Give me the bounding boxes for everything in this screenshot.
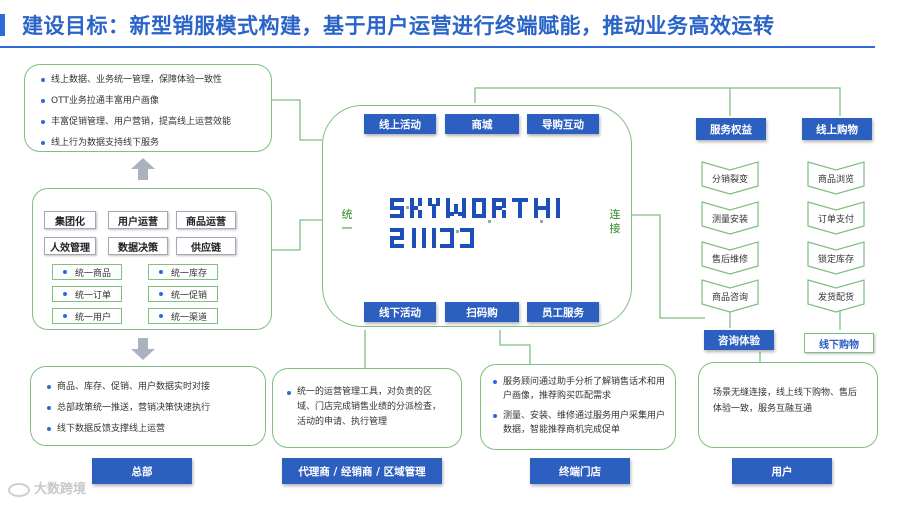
watermark-logo: 大数跨境 [8, 478, 86, 497]
chevron-shape-icon [701, 279, 759, 313]
watermark-icon [8, 482, 30, 497]
chevron-shape-icon [807, 161, 865, 195]
online-activity-button[interactable]: 线上活动 [364, 114, 436, 134]
skyworth-logo-icon [390, 198, 560, 248]
agent-item: 统一的运营管理工具，对负责的区域、门店完成销售业绩的分派检查，活动的申请、执行管… [287, 385, 447, 430]
bullet-dot-icon [158, 270, 163, 274]
unified-item: 统一促销 [148, 286, 218, 302]
module-user-ops: 用户运营 [108, 211, 168, 229]
hq-exec-item: 商品、库存、促销、用户数据实时对接 [47, 381, 265, 394]
online-item-payment: 订单支付 [804, 200, 868, 236]
staff-service-button[interactable]: 员工服务 [527, 302, 599, 322]
store-item: 服务顾问通过助手分析了解销售话术和用户画像，推荐购买匹配需求 [493, 375, 665, 403]
store-item: 测量、安装、维修通过服务用户采集用户数据，智能推荐商机完成促单 [493, 409, 665, 437]
arrow-up-icon [131, 158, 155, 180]
module-data-decision: 数据决策 [108, 237, 168, 255]
hq-execution-box: 商品、库存、促销、用户数据实时对接 总部政策统一推送，营销决策快速执行 线下数据… [30, 366, 266, 446]
brand-logo [390, 190, 570, 260]
online-shopping-title[interactable]: 线上购物 [802, 118, 872, 140]
footer-store[interactable]: 终端门店 [530, 458, 630, 484]
hq-goals-box: 线上数据、业务统一管理，保障体验一致性 OTT业务拉通丰富用户画像 丰富促销管理… [24, 64, 272, 152]
hq-exec-item: 总部政策统一推送，营销决策快速执行 [47, 402, 265, 415]
bullet-dot-icon [158, 292, 163, 296]
user-text: 场景无缝连接，线上线下购物、售后体验一致，服务互融互通 [713, 388, 858, 414]
bullet-dot-icon [62, 314, 67, 318]
user-box: 场景无缝连接，线上线下购物、售后体验一致，服务互融互通 [698, 362, 878, 448]
title-accent-bar [0, 14, 5, 36]
service-item-consult: 商品咨询 [698, 278, 762, 314]
unified-item: 统一渠道 [148, 308, 218, 324]
service-item-install: 测量安装 [698, 200, 762, 236]
unified-item: 统一用户 [52, 308, 122, 324]
bullet-dot-icon [47, 385, 51, 389]
offline-activity-button[interactable]: 线下活动 [364, 302, 436, 322]
hq-goal-item: OTT业务拉通丰富用户画像 [41, 95, 271, 108]
footer-user[interactable]: 用户 [732, 458, 832, 484]
unified-item: 统一商品 [52, 264, 122, 280]
bullet-dot-icon [41, 78, 45, 82]
online-item-browse: 商品浏览 [804, 160, 868, 196]
scan-buy-button[interactable]: 扫码购 [445, 302, 519, 322]
chevron-shape-icon [701, 161, 759, 195]
bullet-dot-icon [158, 314, 163, 318]
hq-exec-item: 线下数据反馈支撑线上运营 [47, 423, 265, 436]
watermark-text: 大数跨境 [34, 482, 87, 497]
chevron-shape-icon [701, 201, 759, 235]
service-rights-title[interactable]: 服务权益 [696, 118, 766, 140]
store-box: 服务顾问通过助手分析了解销售话术和用户画像，推荐购买匹配需求 测量、安装、维修通… [480, 364, 676, 450]
chevron-shape-icon [807, 279, 865, 313]
chevron-shape-icon [701, 241, 759, 275]
arrow-down-icon [131, 338, 155, 360]
hq-goal-item: 线上数据、业务统一管理，保障体验一致性 [41, 74, 271, 87]
bullet-dot-icon [41, 99, 45, 103]
service-item-repair: 售后维修 [698, 240, 762, 276]
bullet-dot-icon [47, 427, 51, 431]
bullet-dot-icon [493, 380, 497, 384]
chevron-shape-icon [807, 201, 865, 235]
offline-shopping-tag: 线下购物 [804, 333, 874, 353]
title-divider [0, 46, 875, 48]
module-product-ops: 商品运营 [176, 211, 236, 229]
online-item-shipping: 发货配货 [804, 278, 868, 314]
service-item-distribution: 分销裂变 [698, 160, 762, 196]
module-efficiency: 人效管理 [44, 237, 96, 255]
bullet-dot-icon [62, 292, 67, 296]
bullet-dot-icon [41, 120, 45, 124]
guide-interaction-button[interactable]: 导购互动 [527, 114, 599, 134]
chevron-shape-icon [807, 241, 865, 275]
hq-goal-item: 线上行为数据支持线下服务 [41, 137, 271, 150]
page-title: 建设目标：新型销服模式构建，基于用户运营进行终端赋能，推动业务高效运转 [22, 14, 775, 38]
module-group: 集团化 [44, 211, 96, 229]
agent-box: 统一的运营管理工具，对负责的区域、门店完成销售业绩的分派检查，活动的申请、执行管… [272, 368, 462, 448]
consult-experience-button[interactable]: 咨询体验 [704, 330, 774, 350]
mall-button[interactable]: 商城 [445, 114, 519, 134]
bullet-dot-icon [47, 406, 51, 410]
footer-agent[interactable]: 代理商 / 经销商 / 区域管理 [282, 458, 442, 484]
unified-item: 统一订单 [52, 286, 122, 302]
bullet-dot-icon [62, 270, 67, 274]
online-item-lock-stock: 锁定库存 [804, 240, 868, 276]
hq-goal-item: 丰富促销管理、用户营销，提高线上运营效能 [41, 116, 271, 129]
unified-item: 统一库存 [148, 264, 218, 280]
module-supply-chain: 供应链 [176, 237, 236, 255]
bullet-dot-icon [287, 391, 291, 395]
unify-label: 统一 [341, 208, 353, 235]
connect-label: 连接 [609, 208, 621, 235]
bullet-dot-icon [493, 414, 497, 418]
footer-hq[interactable]: 总部 [92, 458, 192, 484]
bullet-dot-icon [41, 141, 45, 145]
